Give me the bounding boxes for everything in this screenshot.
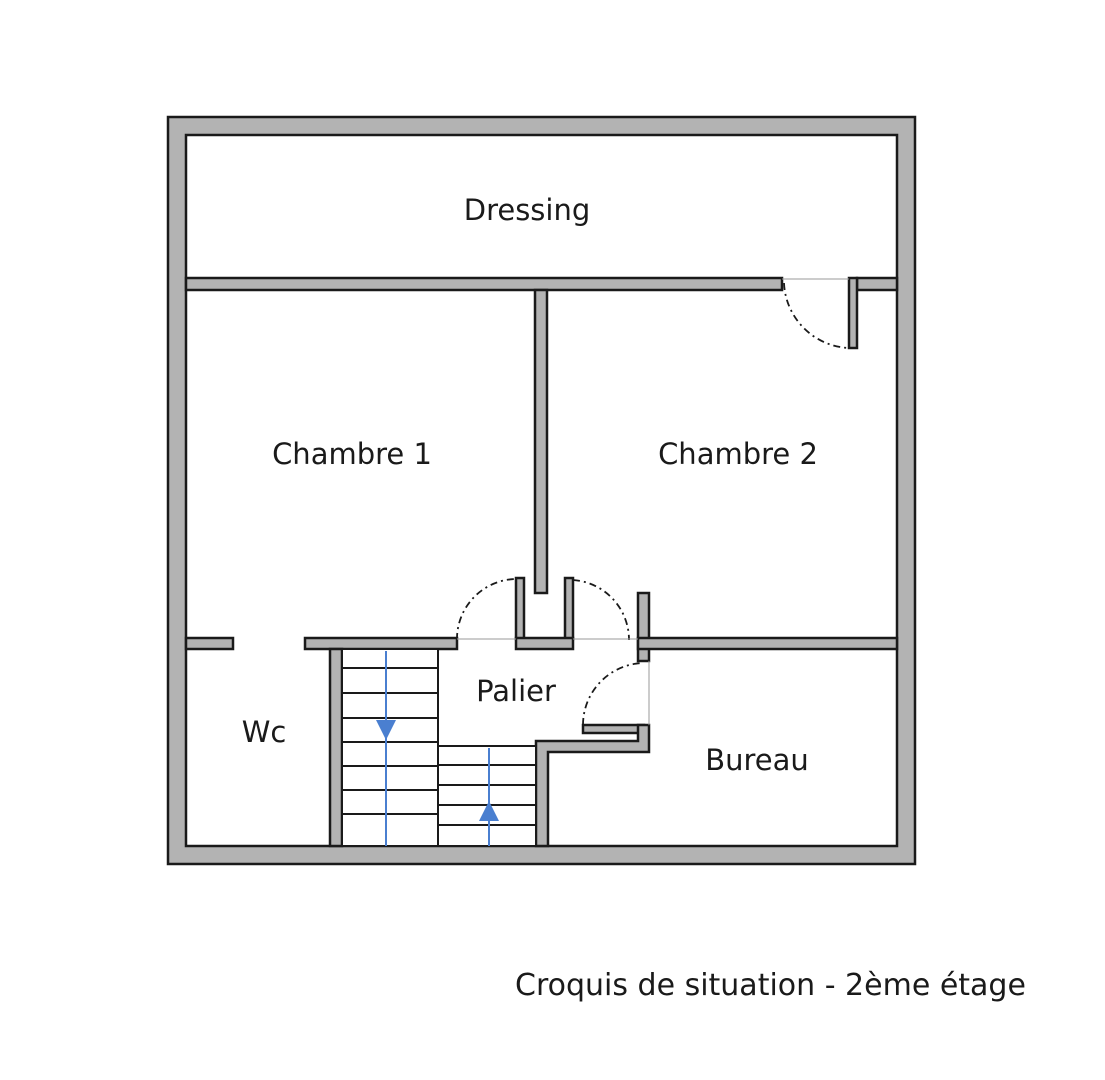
- wall-chambre-divider: [533, 288, 549, 595]
- wall-palier-top: [514, 636, 575, 651]
- door-swing-chambre1: [456, 578, 517, 641]
- room-label-chambre2: Chambre 2: [658, 437, 818, 471]
- door-swing-chambre2: [572, 579, 630, 641]
- door-swing-bureau: [582, 662, 644, 726]
- wall-bureau-top: [636, 636, 899, 651]
- wall-wc-top-left: [184, 636, 235, 651]
- stair-treads-left: [342, 667, 438, 815]
- plan-caption: Croquis de situation - 2ème étage: [515, 968, 1026, 1003]
- wall-dressing-right: [855, 276, 899, 292]
- room-label-wc: Wc: [242, 715, 287, 749]
- door-leaf-bureau: [581, 723, 646, 735]
- door-swings: [456, 278, 850, 726]
- wall-post-bureau: [636, 591, 651, 663]
- stair-flight-up: [437, 745, 537, 847]
- stair-flight-down: [341, 648, 439, 847]
- door-leaf-chambre1: [514, 576, 526, 641]
- wall-wc-top-right: [303, 636, 459, 651]
- stair-treads-right: [438, 764, 536, 826]
- wall-stairs-bureau: [534, 723, 651, 848]
- room-label-dressing: Dressing: [464, 193, 591, 227]
- door-swing-dressing: [783, 282, 850, 349]
- outer-wall: [166, 115, 917, 866]
- arrow-up-icon: [479, 801, 499, 821]
- door-leaf-chambre2: [563, 576, 575, 641]
- staircase: [341, 648, 537, 847]
- interior-walls: [184, 276, 899, 848]
- wall-wc-stairs: [328, 647, 344, 848]
- door-leaf-dressing: [847, 276, 859, 350]
- arrow-down-icon: [376, 720, 396, 740]
- room-label-chambre1: Chambre 1: [272, 437, 432, 471]
- room-label-bureau: Bureau: [705, 743, 809, 777]
- wall-dressing-left: [184, 276, 784, 292]
- room-label-palier: Palier: [476, 674, 556, 708]
